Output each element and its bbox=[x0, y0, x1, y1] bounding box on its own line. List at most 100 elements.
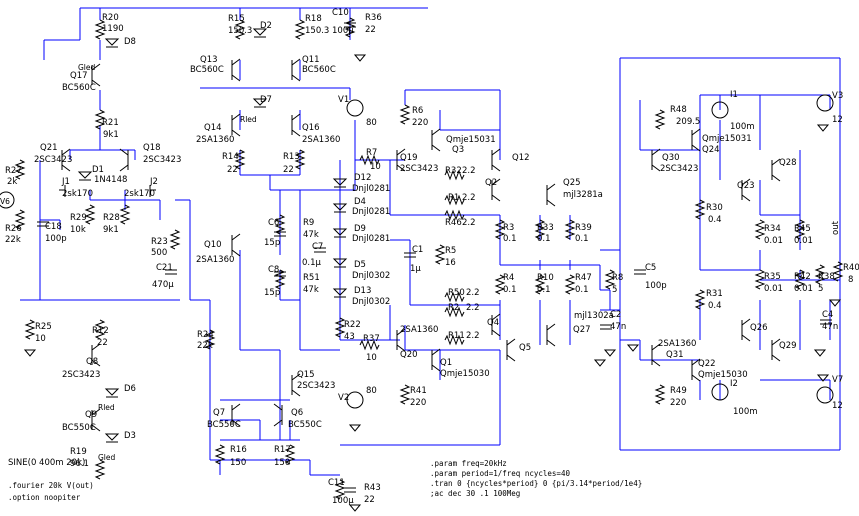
resistor-r3 bbox=[494, 219, 506, 240]
ground-7 bbox=[813, 349, 827, 357]
label-r34-value: 0.01 bbox=[764, 236, 783, 246]
ground-8 bbox=[828, 299, 842, 307]
label-r24-ref: R24 bbox=[197, 330, 214, 340]
label-i2-value: 100m bbox=[733, 407, 758, 417]
label-r17-ref: R17 bbox=[274, 445, 291, 455]
label-q18-ref: Q18 bbox=[143, 143, 161, 153]
label-q12-ref: Q12 bbox=[512, 153, 530, 163]
label-r17-value: 150 bbox=[274, 458, 290, 468]
label-r27-ref: R27 bbox=[5, 166, 22, 176]
transistor-q4 bbox=[491, 313, 501, 337]
label-q16-value: 2SA1360 bbox=[302, 135, 340, 145]
resistor-r42 bbox=[794, 269, 806, 290]
label-c18-value: 100p bbox=[45, 234, 67, 244]
label-q13-ref: Q13 bbox=[200, 55, 218, 65]
diode-d8 bbox=[104, 38, 120, 48]
label-q27-ref: Q27 bbox=[573, 325, 591, 335]
label-c21-ref: C21 bbox=[156, 263, 173, 273]
transistor-q31 bbox=[651, 343, 661, 367]
label-q25-ref: Q25 bbox=[563, 178, 581, 188]
label-d5-ref: D5 bbox=[354, 260, 366, 270]
resistor-r16 bbox=[214, 444, 226, 465]
label-r6-ref: R6 bbox=[412, 106, 423, 116]
label-q30-ref: Q30 bbox=[662, 153, 680, 163]
resistor-r37 bbox=[359, 339, 380, 351]
label-q19-value: 2SC3423 bbox=[400, 164, 438, 174]
label-r18-ref: R18 bbox=[305, 14, 322, 24]
label-r35-ref: R35 bbox=[764, 272, 781, 282]
label-d7-name: Rled bbox=[240, 115, 257, 124]
label-r7-value: 10 bbox=[370, 162, 381, 172]
label-r28-ref: R28 bbox=[103, 213, 120, 223]
source-v7 bbox=[816, 386, 834, 404]
resistors bbox=[14, 17, 844, 500]
transistor-q10 bbox=[231, 233, 241, 257]
diode-d6 bbox=[104, 388, 120, 398]
resistor-r14 bbox=[234, 149, 246, 170]
label-d4-value: Dnjl0281 bbox=[352, 207, 390, 217]
label-q15-value: 2SC3423 bbox=[297, 381, 335, 391]
resistor-r46 bbox=[444, 209, 465, 221]
label-q6-value: BC550C bbox=[288, 420, 322, 430]
label-d3-name: Gled bbox=[98, 453, 116, 462]
label-r25-value: 10 bbox=[35, 334, 46, 344]
ground-10 bbox=[816, 374, 830, 382]
transistor-q14 bbox=[231, 113, 241, 137]
label-d7-ref: D7 bbox=[260, 95, 272, 105]
diode-d7 bbox=[252, 98, 268, 108]
label-i1-ref: I1 bbox=[730, 90, 738, 100]
transistor-j1 bbox=[59, 185, 66, 197]
label-q24-value: Qmje15031 bbox=[702, 134, 752, 144]
ground-9 bbox=[816, 124, 830, 132]
label-r47-ref: R47 bbox=[575, 273, 592, 283]
label-d5-value: Dnjl0302 bbox=[352, 271, 390, 281]
label-d8-name: Gled bbox=[78, 63, 96, 72]
capacitor-c8 bbox=[274, 271, 286, 277]
resistor-r19 bbox=[94, 459, 106, 480]
label-r1-value: 2.2 bbox=[462, 193, 476, 203]
label-d9-ref: D9 bbox=[354, 224, 366, 234]
label-r51-value: 47k bbox=[303, 285, 319, 295]
resistor-r50 bbox=[444, 291, 465, 303]
label-r25-ref: R25 bbox=[35, 322, 52, 332]
label-q8-ref: Q8 bbox=[86, 357, 98, 367]
label-r42-value: 0.01 bbox=[794, 284, 813, 294]
label-r21-value: 9k1 bbox=[103, 130, 119, 140]
source-i1 bbox=[711, 101, 729, 119]
label-q15-ref: Q15 bbox=[297, 370, 315, 380]
capacitor-c18 bbox=[37, 221, 49, 227]
directive-ac: ;ac dec 30 .1 100Meg bbox=[430, 489, 520, 498]
label-q22-ref: Q22 bbox=[698, 359, 716, 369]
resistor-r12 bbox=[94, 319, 106, 340]
resistor-r47 bbox=[564, 274, 576, 295]
label-c2-value: 47n bbox=[610, 322, 626, 332]
transistor-q28 bbox=[771, 158, 781, 182]
transistor-q29 bbox=[771, 338, 781, 362]
transistor-q19 bbox=[396, 148, 406, 172]
diode-d2 bbox=[252, 28, 268, 38]
capacitor-c10 bbox=[344, 22, 356, 28]
label-q7-value: BC550C bbox=[207, 420, 241, 430]
label-q10-ref: Q10 bbox=[204, 240, 222, 250]
label-r15-ref: R15 bbox=[228, 14, 245, 24]
label-q31-value: 2SA1360 bbox=[658, 339, 696, 349]
diode-d4 bbox=[332, 203, 348, 213]
label-q30-value: 2SC3423 bbox=[660, 164, 698, 174]
resistor-r28 bbox=[119, 204, 131, 225]
label-j2-ref: J2 bbox=[149, 177, 158, 187]
resistor-r27 bbox=[14, 159, 26, 180]
resistor-r23 bbox=[169, 229, 181, 250]
ground-2 bbox=[353, 54, 367, 62]
label-r28-value: 9k1 bbox=[103, 225, 119, 235]
label-q28-ref: Q28 bbox=[779, 158, 797, 168]
label-r12-value: 22 bbox=[97, 338, 108, 348]
resistor-r32 bbox=[444, 169, 465, 181]
resistor-r21 bbox=[94, 109, 106, 130]
label-r50-value: 2.2 bbox=[466, 288, 480, 298]
label-r50-ref: R50 bbox=[448, 288, 465, 298]
diode-d3 bbox=[104, 433, 120, 443]
label-r7-ref: R7 bbox=[366, 148, 377, 158]
resistor-r15 bbox=[234, 19, 246, 40]
transistor-q24 bbox=[691, 128, 701, 152]
